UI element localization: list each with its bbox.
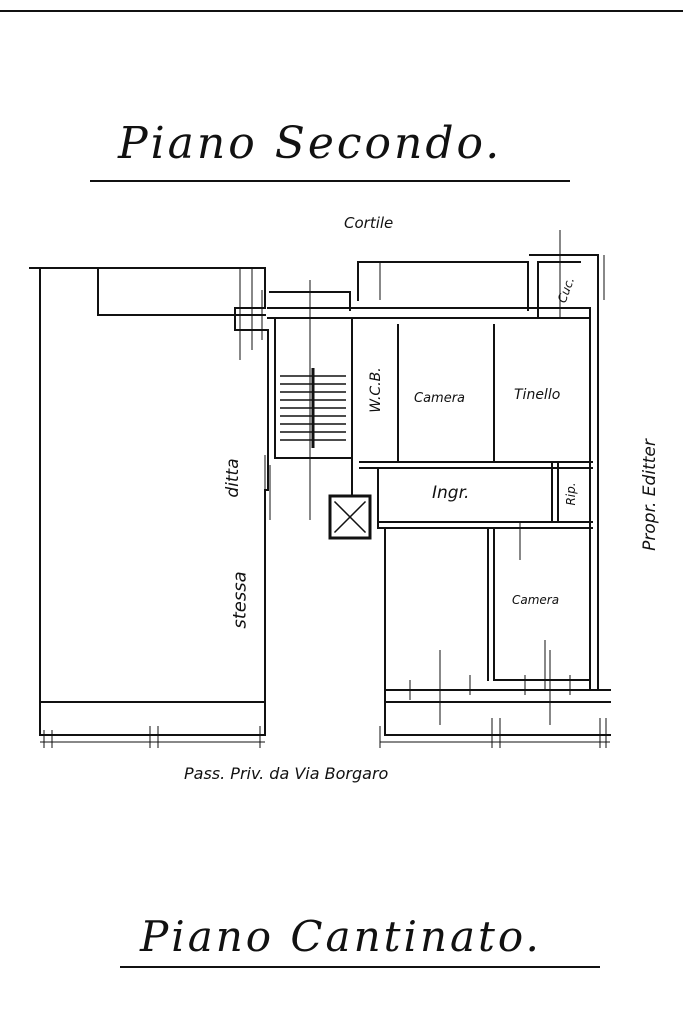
- room-divider-1: [397, 324, 495, 463]
- label-storage: Rip.: [564, 482, 578, 506]
- label-room-1: Camera: [414, 391, 466, 406]
- dimension-ticks: [40, 230, 610, 748]
- annex-wall: [97, 267, 266, 316]
- label-dining: Tinello: [514, 387, 561, 403]
- outer-wall-left: [29, 267, 269, 736]
- floor-title-basement: Piano Cantinato.: [140, 912, 542, 961]
- page-top-border: [0, 10, 683, 12]
- title-underline-top: [90, 180, 570, 182]
- floor-title-second: Piano Secondo.: [118, 118, 503, 169]
- label-same-company-right: ditta: [223, 458, 243, 498]
- north-wall: [267, 307, 591, 319]
- courtyard-wall: [269, 254, 599, 321]
- elevator-shaft: [328, 494, 372, 540]
- lower-left-room: [384, 527, 611, 691]
- east-wall: [589, 307, 599, 691]
- label-courtyard: Cortile: [344, 214, 394, 232]
- storage-walls: [551, 461, 559, 523]
- corridor-wall-south: [379, 521, 593, 529]
- label-street: Pass. Priv. da Via Borgaro: [184, 764, 389, 783]
- label-room-2: Camera: [512, 593, 560, 607]
- corridor-wall-north: [359, 461, 593, 469]
- label-adjacent-owner: Propr. Editter: [640, 439, 660, 551]
- lower-camera-walls: [487, 527, 591, 681]
- label-wc: W.C.B.: [368, 367, 384, 413]
- kitchen-walls: [537, 261, 581, 319]
- title-underline-bottom: [120, 966, 600, 968]
- label-same-company-left: stessa: [229, 571, 251, 629]
- stair-treads: [280, 368, 346, 448]
- south-wall-band: [39, 689, 611, 736]
- label-entrance: Ingr.: [432, 483, 470, 503]
